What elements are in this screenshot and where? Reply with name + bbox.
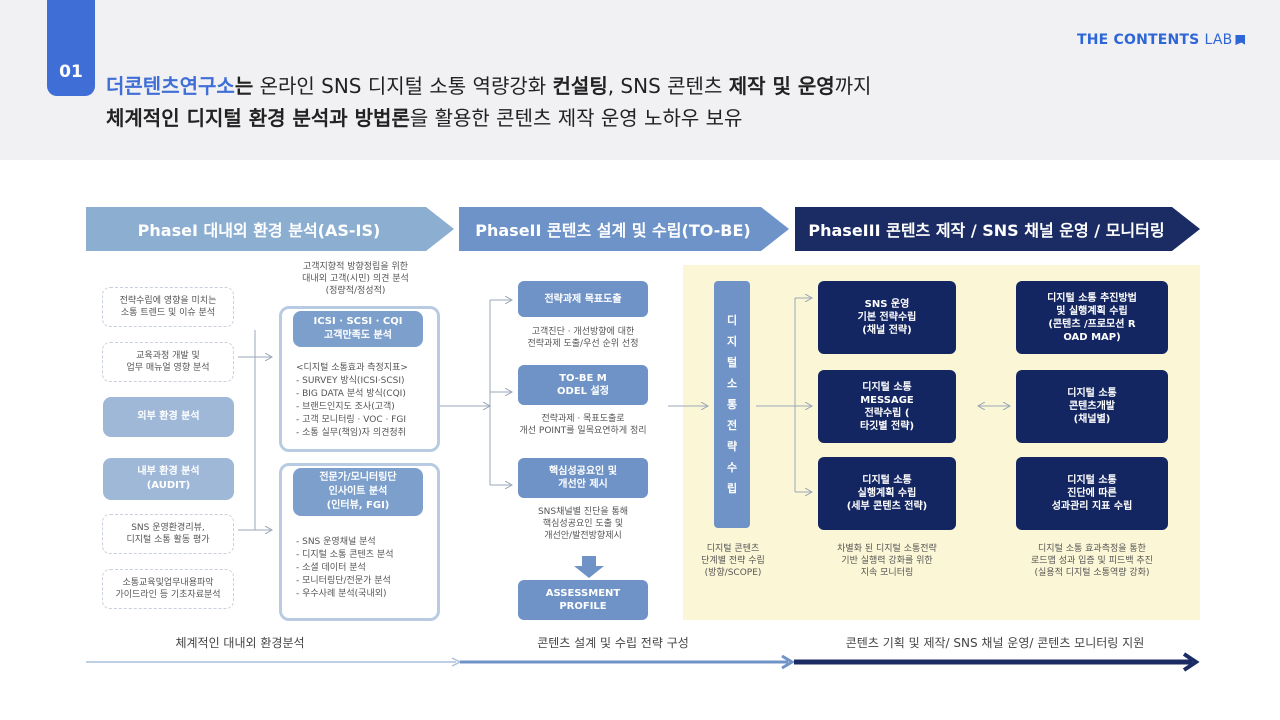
education-manual-analysis: 교육과정 개발 및 업무 매뉴얼 영향 분석: [102, 342, 234, 382]
headline-run: 체계적인 디지털 환경 분석과 방법론: [106, 106, 410, 130]
sns-basic-strategy-box: SNS 운영 기본 전략수립 (채널 전략): [818, 281, 956, 354]
external-env-analysis: 외부 환경 분석: [103, 397, 234, 437]
assessment-profile-box: ASSESSMENT PROFILE: [518, 580, 648, 620]
phase-1-label: PhaseI 대내외 환경 분석(AS-IS): [137, 221, 381, 240]
headline-run: , SNS 콘텐츠: [607, 74, 729, 98]
headline-line-2: 체계적인 디지털 환경 분석과 방법론을 활용한 콘텐츠 제작 운영 노하우 보…: [106, 102, 742, 131]
expert-analysis-list: - SNS 운영채널 분석 - 디지털 소통 콘텐츠 분석 - 소셜 데이터 분…: [296, 537, 394, 599]
headline-line-1: 더콘텐츠연구소는 온라인 SNS 디지털 소통 역량강화 컨설팅, SNS 콘텐…: [106, 70, 871, 99]
kpi-box: 디지털 소통 진단에 따른 성과관리 지표 수립: [1016, 457, 1168, 530]
headline-run: 는: [234, 74, 254, 98]
headline-run: 제작 및 운영: [728, 74, 835, 98]
message-strategy-box: 디지털 소통 MESSAGE 전략수립 ( 타깃별 전략): [818, 370, 956, 443]
monitoring-note: 차별화 된 디지털 소통전략 기반 실행력 강화를 위한 지속 모니터링: [837, 544, 937, 578]
logo-sub: LAB: [1204, 32, 1233, 48]
phase-1-arrow: PhaseI 대내외 환경 분석(AS-IS): [86, 207, 454, 251]
content-development-box: 디지털 소통 콘텐츠개발 (채널별): [1016, 370, 1168, 443]
to-be-model-box: TO-BE M ODEL 설정: [518, 365, 648, 405]
roadmap-box: 디지털 소통 추진방법 및 실행계획 수립 (콘텐츠 /프로모션 R OAD M…: [1016, 281, 1168, 354]
strategic-task-box: 전략과제 목표도출: [518, 281, 648, 317]
caption-phase-3: 콘텐츠 기획 및 제작/ SNS 채널 운영/ 콘텐츠 모니터링 지원: [845, 636, 1145, 650]
phase-3-arrow: PhaseIII 콘텐츠 제작 / SNS 채널 운영 / 모니터링: [795, 207, 1200, 251]
effect-measurement-note: 디지털 소통 효과측정을 통한 로드맵 성과 입증 및 피드백 추진 (실용적 …: [1031, 544, 1153, 578]
headline-run: 컨설팅: [552, 74, 608, 98]
digital-strategy-note: 디지털 콘텐츠 단계별 전략 수립 (방향/SCOPE): [701, 544, 765, 578]
flag-icon: [1235, 35, 1246, 45]
key-success-note: SNS채널별 진단을 통해 핵심성공요인 도출 및 개선안/발전방향제시: [537, 507, 629, 541]
key-success-box: 핵심성공요인 및 개선안 제시: [518, 458, 648, 498]
trend-issue-analysis: 전략수립에 영향을 미치는 소통 트렌드 및 이슈 분석: [102, 287, 234, 327]
headline-run: 까지: [834, 74, 872, 98]
customer-opinion-note: 고객지향적 방향정립을 위한 대내외 고객(시민) 의견 분석 (정량적/정성적…: [302, 262, 409, 296]
expert-title: 전문가/모니터링단 인사이트 분석 (인터뷰, FGI): [293, 468, 423, 516]
phase-2-arrow: PhaseII 콘텐츠 설계 및 수립(TO-BE): [459, 207, 789, 251]
phase-3-label: PhaseIII 콘텐츠 제작 / SNS 채널 운영 / 모니터링: [808, 221, 1165, 240]
digital-strategy-vertical: 디 지 털 소 통 전 략 수 립: [714, 281, 750, 528]
headline-run: 더콘텐츠연구소: [106, 74, 235, 98]
headline-run: 을 활용한 콘텐츠 제작 운영 노하우 보유: [409, 106, 743, 130]
section-number: 01: [59, 62, 83, 82]
logo: THE CONTENTS LAB: [1077, 32, 1246, 48]
guideline-analysis: 소통교육및업무내용파악 가이드라인 등 기초자료분석: [102, 569, 234, 609]
csi-title: ICSI · SCSI · CQI 고객만족도 분석: [293, 311, 423, 347]
csi-metric-list: <디지털 소통효과 측정지표> - SURVEY 방식(ICSI·SCSI) -…: [296, 363, 408, 438]
header-band: [0, 0, 1280, 160]
caption-phase-2: 콘텐츠 설계 및 수립 전략 구성: [537, 636, 689, 650]
internal-env-analysis: 내부 환경 분석 (AUDIT): [103, 458, 234, 500]
caption-phase-1: 체계적인 대내외 환경분석: [175, 636, 305, 650]
execution-plan-box: 디지털 소통 실행계획 수립 (세부 콘텐츠 전략): [818, 457, 956, 530]
strategic-task-note: 고객진단 · 개선방향에 대한 전략과제 도출/우선 순위 선정: [527, 327, 639, 349]
phase-2-label: PhaseII 콘텐츠 설계 및 수립(TO-BE): [475, 221, 751, 240]
sns-review: SNS 운영환경리뷰, 디지털 소통 활동 평가: [102, 514, 234, 554]
headline-run: 온라인 SNS 디지털 소통 역량강화: [253, 74, 553, 98]
section-number-badge: 01: [47, 0, 95, 96]
to-be-model-note: 전략과제 · 목표도출로 개선 POINT를 일목요연하게 정리: [519, 414, 647, 436]
logo-main: THE CONTENTS: [1077, 32, 1200, 48]
